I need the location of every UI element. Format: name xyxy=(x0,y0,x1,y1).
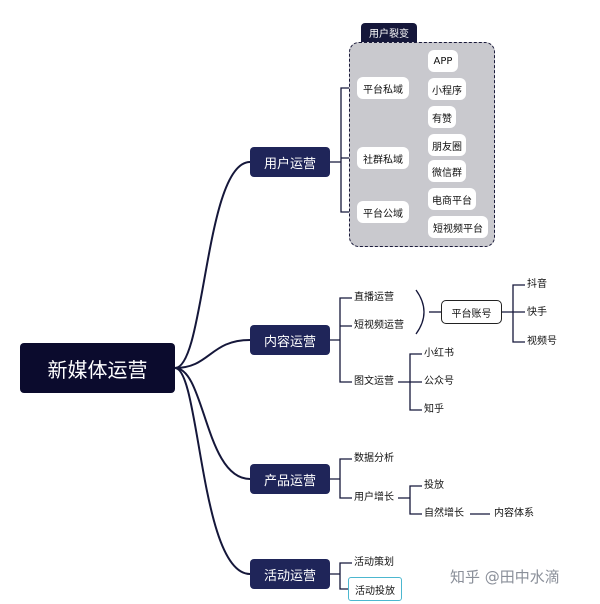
node-channels: 视频号 xyxy=(527,336,557,347)
user-fission-title: 用户裂变 xyxy=(361,23,417,42)
node-kuaishou: 快手 xyxy=(527,307,547,318)
watermark: 知乎 @田中水滴 xyxy=(450,568,560,586)
node-wechat-group: 微信群 xyxy=(428,160,466,182)
node-user-growth: 用户增长 xyxy=(354,492,394,503)
node-youzan: 有赞 xyxy=(428,106,456,128)
node-ecommerce: 电商平台 xyxy=(428,188,476,210)
node-xiaohongshu: 小红书 xyxy=(424,348,454,359)
edge-content-children xyxy=(330,297,352,383)
edge-product-children xyxy=(330,458,352,499)
node-ads: 投放 xyxy=(424,480,444,491)
node-douyin: 抖音 xyxy=(527,279,547,290)
node-platform-public: 平台公域 xyxy=(357,201,409,223)
edge-root-product xyxy=(174,367,251,480)
node-zhihu: 知乎 xyxy=(424,404,444,415)
node-graphic-ops: 图文运营 xyxy=(354,376,394,387)
edge-video-bracket xyxy=(415,289,425,335)
node-activity-planning: 活动策划 xyxy=(354,557,394,568)
edge-root-activity xyxy=(174,367,251,575)
node-official-account: 公众号 xyxy=(424,376,454,387)
edge-graphic-platforms xyxy=(398,353,422,411)
edge-account-platforms xyxy=(502,284,525,343)
edge-growth-children xyxy=(398,485,422,515)
branch-content-ops: 内容运营 xyxy=(250,325,330,355)
node-live-ops: 直播运营 xyxy=(354,292,394,303)
node-platform-private: 平台私域 xyxy=(357,77,409,99)
edge-root-user xyxy=(174,161,251,369)
node-moments: 朋友圈 xyxy=(428,134,466,156)
node-content-system: 内容体系 xyxy=(494,508,534,519)
edge-root-content xyxy=(174,339,251,369)
branch-user-ops: 用户运营 xyxy=(250,147,330,177)
branch-activity-ops: 活动运营 xyxy=(250,559,330,589)
root-topic: 新媒体运营 xyxy=(20,343,175,393)
node-short-video-ops: 短视频运营 xyxy=(354,320,404,331)
node-organic-growth: 自然增长 xyxy=(424,508,464,519)
branch-product-ops: 产品运营 xyxy=(250,464,330,494)
node-platform-account: 平台账号 xyxy=(441,300,502,324)
node-community-private: 社群私域 xyxy=(357,147,409,169)
node-app: APP xyxy=(428,50,458,72)
edge-activity-children xyxy=(330,562,352,590)
node-data-analysis: 数据分析 xyxy=(354,453,394,464)
node-short-video-platform: 短视频平台 xyxy=(428,216,488,238)
node-mini-program: 小程序 xyxy=(428,78,466,100)
node-activity-placement: 活动投放 xyxy=(348,577,402,601)
